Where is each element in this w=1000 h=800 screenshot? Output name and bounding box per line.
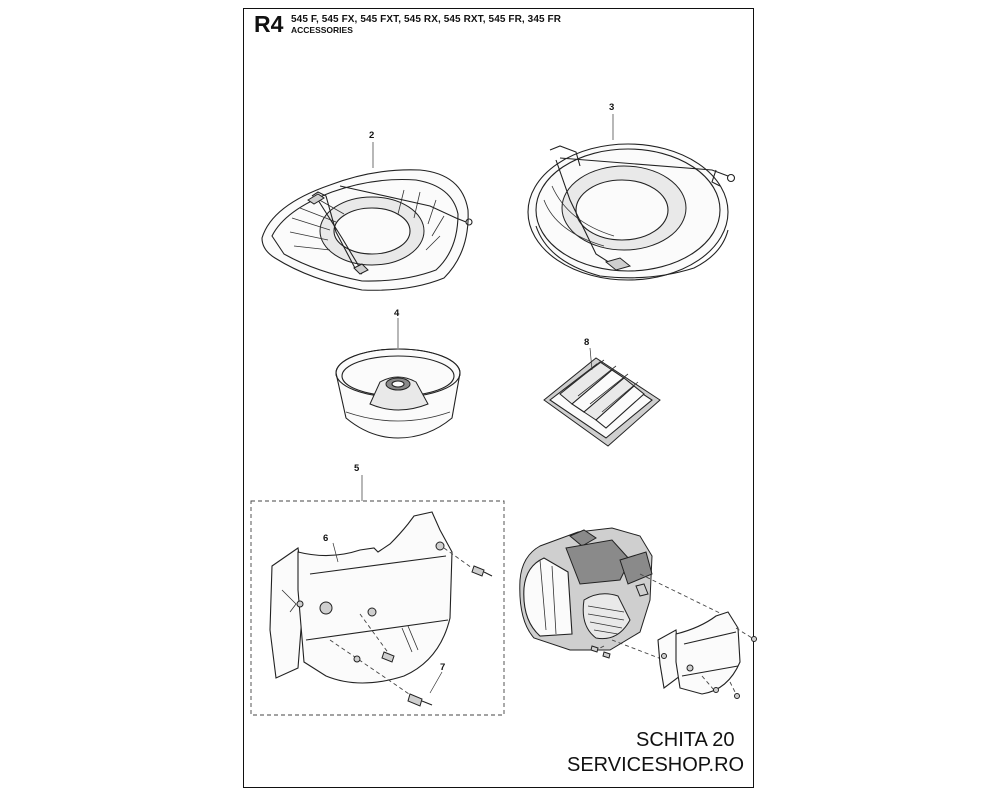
- part-8-pleated-filter[interactable]: [543, 357, 661, 447]
- callout-5: 5: [354, 463, 360, 474]
- part-4-filter-cup[interactable]: [335, 348, 461, 439]
- callout-8: 8: [584, 337, 589, 348]
- section-code: R4: [254, 11, 284, 37]
- callout-4: 4: [394, 308, 400, 319]
- kit-5-outline: [250, 500, 505, 716]
- callout-2: 2: [369, 130, 374, 141]
- part-2-air-cover[interactable]: [261, 169, 473, 291]
- part-6-cover[interactable]: [269, 511, 453, 684]
- footer-schita: SCHITA 20: [636, 729, 735, 751]
- engine-assembly-view: [519, 527, 757, 699]
- part-7-screws[interactable]: [329, 547, 493, 707]
- callout-6: 6: [323, 533, 328, 544]
- model-list: 545 F, 545 FX, 545 FXT, 545 RX, 545 RXT,…: [291, 14, 562, 25]
- callout-3: 3: [609, 102, 614, 113]
- footer-shop: SERVICESHOP.RO: [567, 754, 745, 776]
- callout-7: 7: [440, 662, 445, 673]
- page-frame: [243, 8, 754, 788]
- part-3-filter-housing[interactable]: [527, 143, 736, 281]
- section-subtitle: ACCESSORIES: [291, 25, 353, 35]
